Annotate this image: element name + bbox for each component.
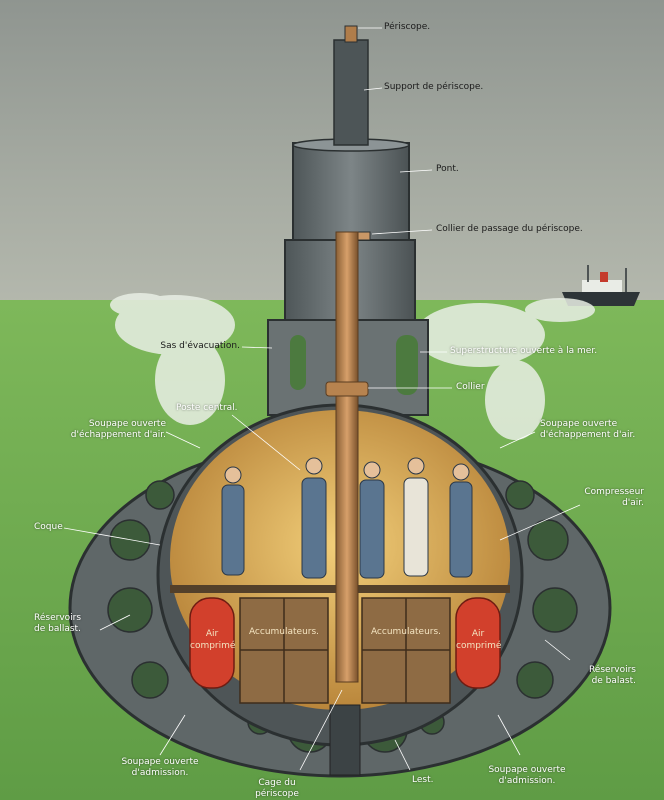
label-periscope-collar: Collier de passage du périscope. bbox=[436, 224, 583, 234]
label-air-valve-left: Soupape ouverte d'échappement d'air. bbox=[70, 419, 166, 440]
label-superstructure: Superstructure ouverte à la mer. bbox=[450, 346, 598, 356]
crew-figures bbox=[221, 457, 473, 579]
label-collar: Collier bbox=[456, 382, 485, 392]
label-air-valve-right: Soupape ouverte d'échappement d'air. bbox=[540, 419, 636, 440]
label-ballast-right: Réservoirs de balast. bbox=[588, 665, 636, 686]
label-compressor: Compresseur d'air. bbox=[584, 487, 644, 508]
label-central-post: Poste central. bbox=[176, 403, 238, 413]
label-batteries-right: Accumulateurs. bbox=[370, 627, 442, 637]
label-batteries-left: Accumulateurs. bbox=[248, 627, 320, 637]
label-intake-right: Soupape ouverte d'admission. bbox=[488, 765, 566, 786]
battery-blocks bbox=[239, 597, 451, 704]
leader-lines bbox=[63, 27, 581, 771]
label-escape-hatch: Sas d'évacuation. bbox=[160, 341, 240, 351]
periscope-collar-ring bbox=[325, 381, 369, 397]
keel-weight bbox=[329, 704, 361, 776]
label-bridge: Pont. bbox=[436, 164, 459, 174]
periscope-tube bbox=[335, 231, 359, 683]
label-ballast-left: Réservoirs de ballast. bbox=[34, 613, 82, 634]
air-tanks bbox=[189, 597, 501, 689]
label-intake-left: Soupape ouverte d'admission. bbox=[121, 757, 199, 778]
label-air-tank-right: Air comprimé bbox=[456, 629, 502, 651]
sea-foam bbox=[110, 293, 595, 440]
label-air-tank-left: Air comprimé bbox=[190, 629, 236, 651]
label-periscope-cage: Cage du périscope bbox=[255, 778, 299, 799]
label-ballast-keel: Lest. bbox=[412, 775, 434, 785]
label-hull: Coque bbox=[34, 522, 63, 532]
label-periscope: Périscope. bbox=[384, 22, 431, 32]
label-periscope-support: Support de périscope. bbox=[384, 82, 484, 92]
